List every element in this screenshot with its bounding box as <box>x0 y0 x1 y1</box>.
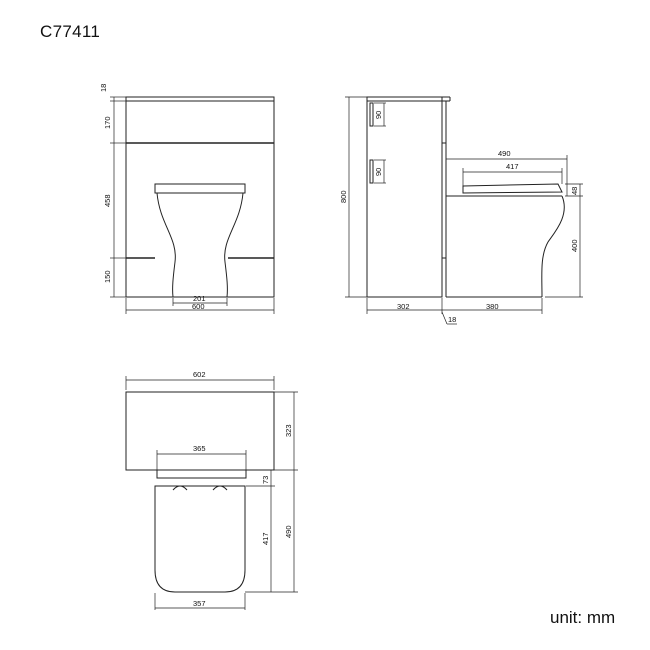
side-dim-seat-height: 400 <box>570 239 579 252</box>
side-cabinet-outline <box>366 96 443 298</box>
plan-hinge-left <box>172 485 188 491</box>
front-view: 18 170 458 150 201 600 <box>99 84 275 314</box>
side-dim-mid-handle: 90 <box>374 168 383 176</box>
front-pan-right <box>224 192 244 298</box>
plan-dim-gap: 73 <box>261 476 270 484</box>
side-seat <box>462 183 563 194</box>
plan-view: 602 365 323 490 73 417 357 <box>125 370 298 610</box>
front-dim-upper: 170 <box>103 116 112 129</box>
front-seat <box>154 183 246 194</box>
plan-dim-cab-depth: 323 <box>284 424 293 437</box>
side-dim-seat-thick: 48 <box>570 187 579 195</box>
plan-dim-total-depth: 490 <box>284 525 293 538</box>
side-dim-pan-depth: 380 <box>486 302 499 311</box>
plan-seat <box>154 485 246 593</box>
side-view: 90 90 800 490 417 48 400 <box>339 96 583 325</box>
plan-dim-seat-width: 357 <box>193 599 206 608</box>
front-pan-left <box>156 192 176 298</box>
plan-dim-pan-width: 365 <box>193 444 206 453</box>
front-dim-pan-width: 201 <box>193 294 206 303</box>
side-dim-panel: 18 <box>448 315 456 324</box>
front-dim-total-width: 600 <box>192 302 205 311</box>
front-dim-top: 18 <box>99 84 108 92</box>
side-upper-handle <box>369 102 374 127</box>
plan-dim-seat-len: 417 <box>261 532 270 545</box>
side-dim-height: 800 <box>339 190 348 203</box>
side-mid-handle <box>369 159 374 184</box>
front-dim-lower: 150 <box>103 270 112 283</box>
side-dim-projection: 490 <box>498 149 511 158</box>
front-dim-middle: 458 <box>103 194 112 207</box>
side-dim-upper-handle: 90 <box>374 111 383 119</box>
plan-cabinet-outline <box>125 391 275 471</box>
unit-note: unit: mm <box>550 608 616 627</box>
model-code: C77411 <box>40 22 101 41</box>
side-pan-front <box>541 195 565 298</box>
plan-pan-top <box>156 470 247 479</box>
side-dim-cab-depth: 302 <box>397 302 410 311</box>
side-dim-seat: 417 <box>506 162 519 171</box>
plan-dim-width: 602 <box>193 370 206 379</box>
plan-hinge-right <box>212 485 228 491</box>
front-cabinet-outline <box>125 96 275 298</box>
